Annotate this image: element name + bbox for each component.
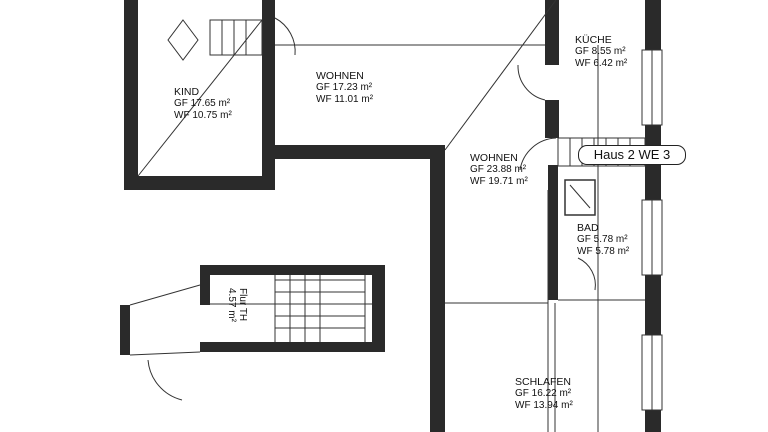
- wall: [548, 165, 558, 300]
- thin-lines: [129, 0, 646, 432]
- wall: [262, 145, 445, 159]
- room-name: BAD: [577, 222, 599, 234]
- wall: [124, 0, 138, 190]
- wall: [430, 145, 445, 432]
- wall: [200, 265, 385, 275]
- unit-tag: Haus 2 WE 3: [578, 145, 686, 165]
- room-kind: KIND GF 17.65 m² WF 10.75 m²: [174, 86, 232, 122]
- room-bad: BAD GF 5.78 m² WF 5.78 m²: [577, 222, 629, 258]
- room-wf: WF 5.78 m²: [577, 246, 630, 257]
- room-name: KIND: [174, 86, 200, 98]
- wall: [200, 265, 210, 305]
- room-name: Flur TH: [237, 288, 248, 322]
- room-wohnen-1: WOHNEN GF 17.23 m² WF 11.01 m²: [316, 70, 373, 106]
- wall: [120, 305, 130, 355]
- room-wf: WF 11.01 m²: [316, 94, 374, 105]
- room-wf: WF 13.94 m²: [515, 400, 573, 411]
- room-name: WOHNEN: [470, 152, 518, 164]
- room-wf: WF 19.71 m²: [470, 176, 528, 187]
- stair-treads: [221, 20, 631, 342]
- windows: [641, 49, 663, 411]
- room-wf: WF 10.75 m²: [174, 110, 232, 121]
- room-gf: GF 8.55 m²: [575, 46, 626, 57]
- room-gf: GF 16.22 m²: [515, 388, 572, 399]
- room-flur-th: Flur TH 4.57 m²: [226, 288, 248, 322]
- wall: [200, 342, 385, 352]
- room-kueche: KÜCHE GF 8.55 m² WF 6.42 m²: [575, 34, 627, 70]
- room-gf: GF 5.78 m²: [577, 234, 628, 245]
- wall: [372, 265, 385, 352]
- wall: [545, 0, 559, 65]
- room-gf: GF 23.88 m²: [470, 164, 527, 175]
- room-name: SCHLAFEN: [515, 376, 572, 388]
- room-schlafen: SCHLAFEN GF 16.22 m² WF 13.94 m²: [515, 376, 573, 412]
- wall: [124, 176, 275, 190]
- wall: [262, 0, 275, 190]
- room-name: KÜCHE: [575, 34, 612, 46]
- room-wf: WF 6.42 m²: [575, 58, 628, 69]
- wall: [545, 100, 559, 138]
- room-gf: GF 17.23 m²: [316, 82, 373, 93]
- room-gf: GF 17.65 m²: [174, 98, 231, 109]
- room-wohnen-2: WOHNEN GF 23.88 m² WF 19.71 m²: [470, 152, 528, 188]
- room-area: 4.57 m²: [226, 288, 237, 322]
- room-name: WOHNEN: [316, 70, 364, 82]
